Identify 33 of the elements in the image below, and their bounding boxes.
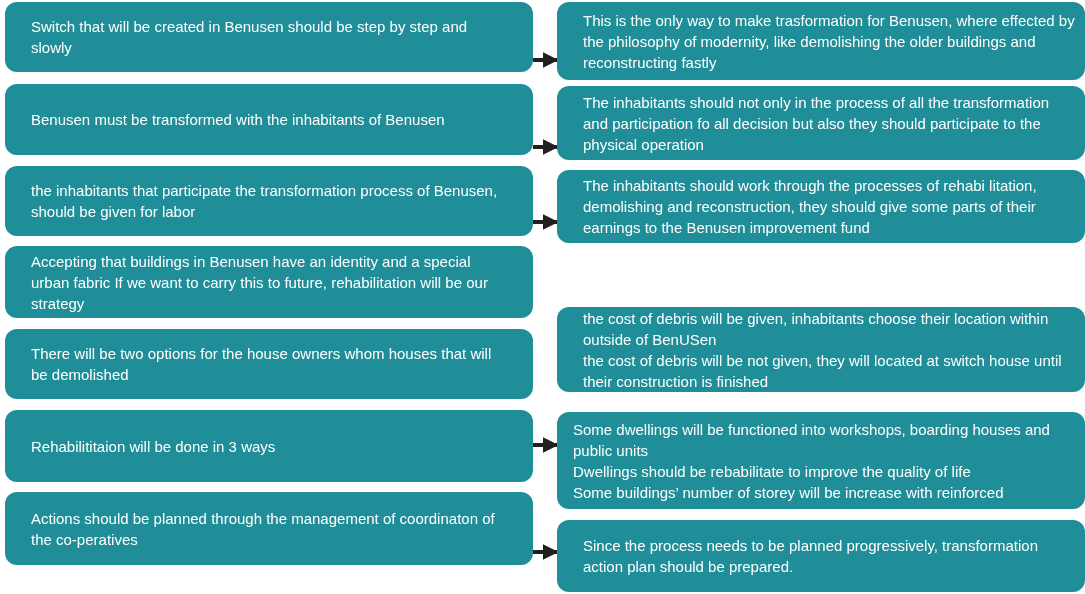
arrow [533,214,559,230]
text-box [5,246,533,318]
text-box [557,170,1085,243]
box-text: Some buildings’ number of storey will be increase with reinforced [573,482,1005,503]
text-box [5,492,533,565]
text-box [557,307,1085,392]
arrow [533,139,559,155]
arrow [533,437,559,453]
box-text: The inhabitants should work through the processes of rehabi litation, demolishing and reconstruction, they should give some parts of their earnings to the Benusen improvement fund [583,176,1038,238]
text-box [557,520,1085,592]
text-box [5,329,533,399]
text-box [557,2,1085,80]
box-text: The inhabitants should not only in the process of all the transformation and participation fo all decision but also they should participate to the physical operation [583,92,1051,155]
box-text: Since the process needs to be planned progressively, transformation action plan should be prepared. [583,536,1039,577]
text-box [5,84,533,155]
arrow [533,544,559,560]
box-text: Rehabilititaion will be done in 3 ways [31,436,277,457]
box-text: the inhabitants that participate the transformation process of Benusen, should be given for labor [31,181,499,222]
box-text: There will be two options for the house owners whom houses that will be demolished [31,344,493,385]
text-box [557,86,1085,160]
text-box [5,410,533,482]
box-text: Dwellings should be rebabilitate to improve the quality of life [573,461,972,482]
text-box [5,166,533,236]
box-text: This is the only way to make trasformation for Benusen, where effected by the philosophy of modernity, like demolishing the older buildings and reconstructing fastly [583,10,1076,73]
box-text: the cost of debris will be not given, they will located at switch house until their construction is finished [583,350,1063,392]
box-text: Switch that will be created in Benusen should be step by step and slowly [31,17,469,58]
box-text: Some dwellings will be functioned into workshops, boarding houses and public units [573,419,1051,461]
text-box [557,412,1085,509]
arrow [533,52,559,68]
box-text: Actions should be planned through the management of coordinaton of the co-peratives [31,508,496,550]
text-box [5,2,533,72]
box-text: Benusen must be transformed with the inhabitants of Benusen [31,110,446,130]
box-text: Accepting that buildings in Benusen have an identity and a special urban fabric If we want to carry this to future, rehabilitation will be our strategy [31,251,489,314]
